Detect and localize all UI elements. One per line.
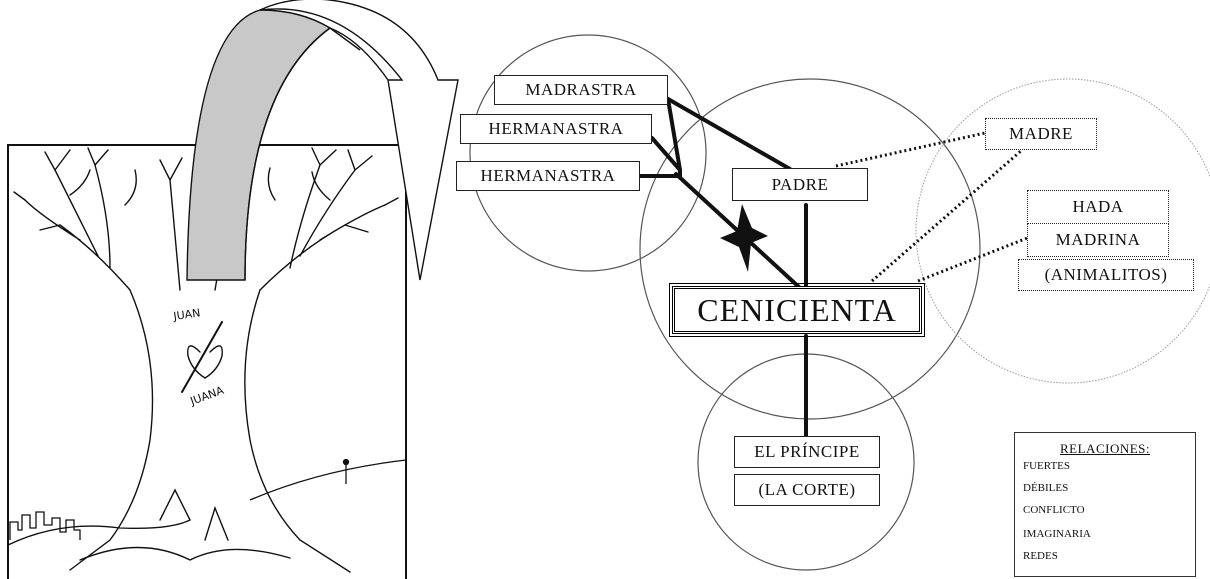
legend-label-redes: REDES (1023, 550, 1058, 562)
network-circle-imaginary (915, 78, 1210, 384)
network-circle-stepfamily (469, 34, 707, 272)
legend-label-fuertes: FUERTES (1023, 460, 1071, 472)
node-padre: PADRE (732, 168, 868, 201)
legend-label-imaginaria: IMAGINARIA (1023, 528, 1091, 540)
dotted-line-cenicienta-madre (871, 148, 1023, 283)
strong-relations (638, 97, 808, 438)
node-animalitos: (ANIMALITOS) (1018, 259, 1194, 291)
node-la-corte: (LA CORTE) (734, 474, 880, 506)
legend-title: RELACIONES: (1060, 441, 1150, 456)
dotted-line-cenicienta-hada (917, 235, 1031, 283)
legend-label-conflicto: CONFLICTO (1023, 504, 1085, 516)
curved-arrow-icon (186, 0, 459, 281)
tree-illustration (13, 147, 399, 573)
strong-line-hermanastra1-junction (650, 136, 682, 172)
node-madrastra: MADRASTRA (494, 75, 668, 105)
node-hermanastra-2: HERMANASTRA (456, 161, 640, 191)
node-el-principe: EL PRÍNCIPE (734, 436, 880, 468)
node-hermanastra-1: HERMANASTRA (460, 114, 652, 144)
node-madrina: MADRINA (1027, 223, 1169, 257)
illustration-landscape (7, 458, 407, 546)
legend-label-debiles: DÉBILES (1023, 482, 1069, 494)
node-madre: MADRE (985, 118, 1097, 150)
legend: RELACIONES: FUERTES DÉBILES CONFLICTO IM… (1014, 432, 1196, 577)
strong-line-madrastra-junction (666, 97, 682, 172)
node-cenicienta: CENICIENTA (669, 283, 925, 337)
imaginary-relations (835, 131, 1031, 283)
dotted-line-padre-madre (835, 131, 986, 168)
conflict-star-icon (720, 204, 768, 272)
network-circle-core (639, 78, 981, 420)
carved-heart-icon (187, 345, 223, 379)
knife-icon (181, 321, 223, 393)
node-hada: HADA (1027, 190, 1169, 224)
carving-text-juan: JUAN (172, 306, 202, 323)
strong-line-madrastra-padre (666, 97, 792, 171)
